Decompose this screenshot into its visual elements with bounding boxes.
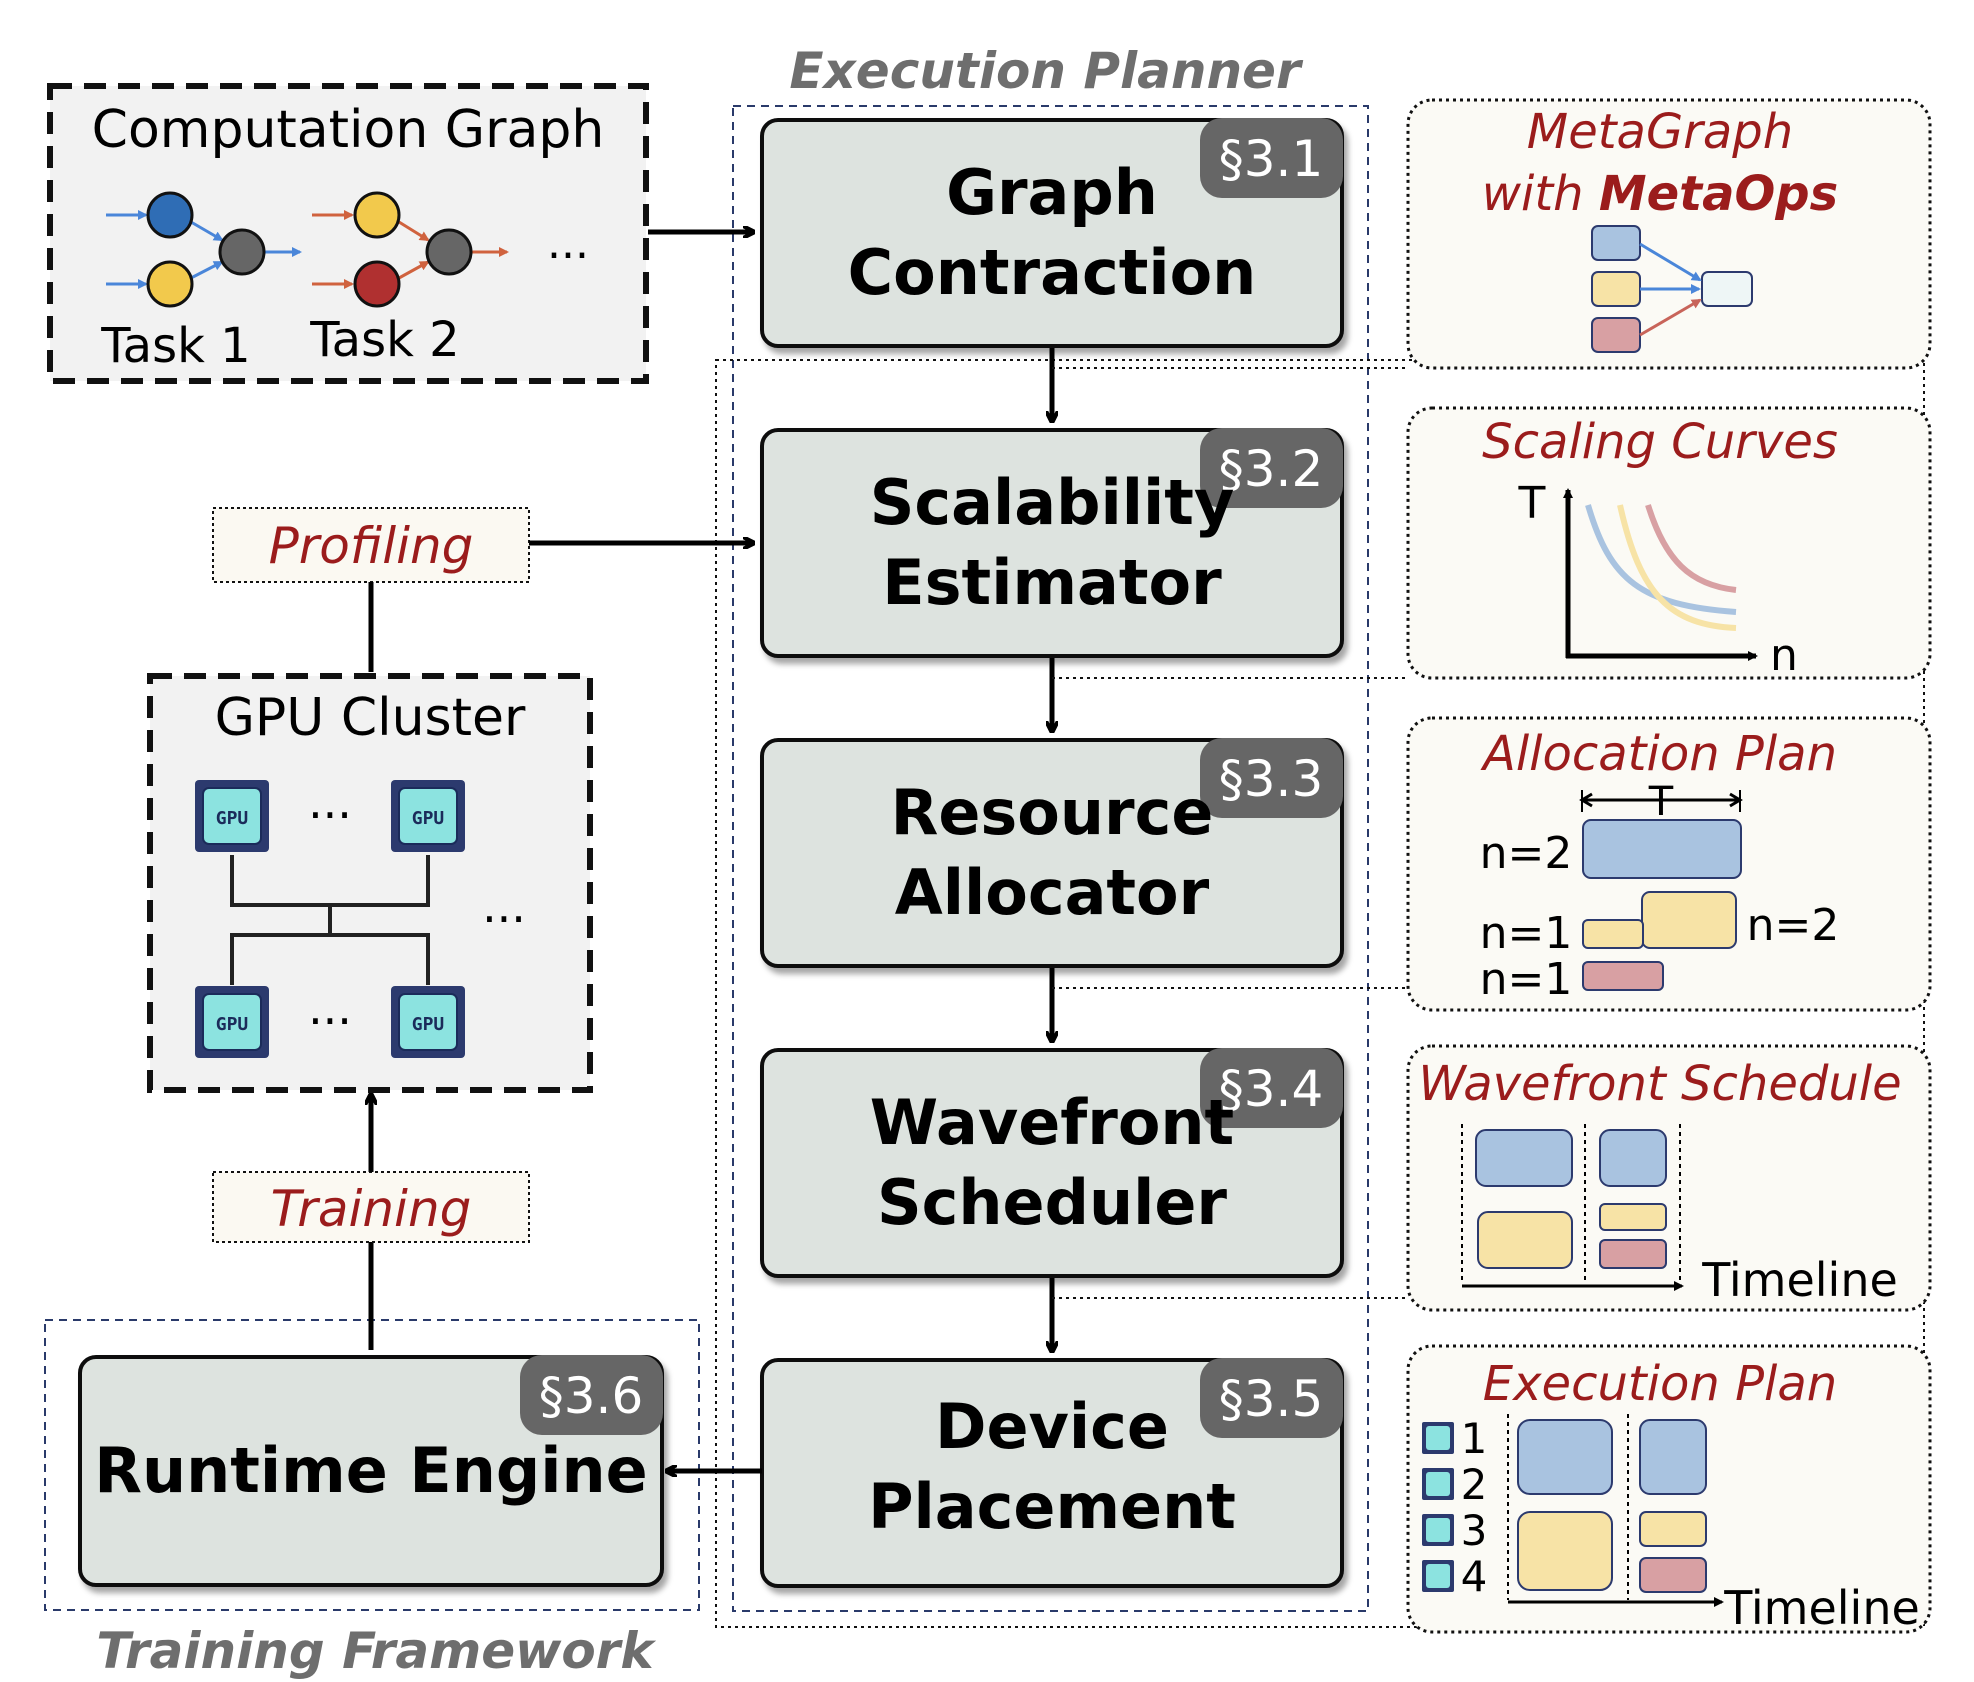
module-resource-allocator: §3.3 Resource Allocator [760, 738, 1344, 968]
panel-metagraph: MetaGraph with MetaOps [1406, 98, 1932, 370]
execution-title: Execution Plan [1483, 1356, 1837, 1412]
allocation-title: Allocation Plan [1480, 726, 1837, 782]
panel-allocation-plan: Allocation Plan T n=2 n=1 n=2 n=1 [1406, 716, 1932, 1012]
allocation-t-label: T [1648, 779, 1674, 825]
module-scalability-estimator: §3.2 Scalability Estimator [760, 428, 1344, 658]
scaling-x-axis-label: n [1770, 630, 1798, 681]
module-label: Scalability [870, 466, 1235, 539]
gpu-chip-icon: GPU [195, 780, 269, 852]
training-tag [212, 1171, 530, 1243]
section-badge: §3.2 [1219, 440, 1324, 498]
task2-node-yellow [353, 191, 401, 239]
gpu-index-3: 3 [1461, 1506, 1488, 1555]
section-badge: §3.4 [1219, 1060, 1324, 1118]
module-label: Wavefront [870, 1086, 1234, 1159]
module-label: Scheduler [877, 1166, 1227, 1239]
panel-wavefront-schedule: Wavefront Schedule Timeline [1406, 1044, 1932, 1312]
gpu-ellipsis-right: ... [482, 879, 526, 933]
svg-text:GPU: GPU [412, 1014, 445, 1035]
module-label: Estimator [882, 546, 1222, 619]
computation-graph-box: Computation Graph ... Task 1 Task 2 [47, 83, 649, 384]
gpu-chip-icon [1422, 1560, 1454, 1592]
training-label: Training [271, 1180, 472, 1238]
gpu-index-1: 1 [1461, 1414, 1488, 1463]
gpu-ellipsis-top: ... [308, 775, 352, 829]
scaling-title: Scaling Curves [1482, 414, 1838, 470]
task1-node-blue [146, 191, 194, 239]
runtime-engine-label: Runtime Engine [94, 1434, 647, 1507]
task1-node-yellow [146, 260, 194, 308]
section-badge: §3.6 [539, 1367, 644, 1425]
svg-text:GPU: GPU [216, 1014, 249, 1035]
metagraph-subtitle: with MetaOps [1482, 166, 1838, 222]
gpu-index-2: 2 [1461, 1460, 1488, 1509]
module-label: Allocator [895, 856, 1210, 929]
computation-graph-title: Computation Graph [92, 100, 605, 160]
panel-execution-plan: Execution Plan 1 2 3 4 Timeline [1406, 1344, 1932, 1635]
panel-scaling-curves: Scaling Curves T n [1406, 406, 1932, 681]
allocation-n1a: n=1 [1480, 908, 1573, 959]
module-graph-contraction: §3.1 Graph Contraction [760, 118, 1344, 348]
task2-node-gray [425, 228, 473, 276]
wavefront-timeline-label: Timeline [1701, 1253, 1898, 1307]
section-badge: §3.1 [1219, 130, 1324, 188]
gpu-chip-icon [1422, 1468, 1454, 1500]
gpu-chip-icon: GPU [391, 780, 465, 852]
module-label: Contraction [848, 236, 1257, 309]
task2-node-red [353, 260, 401, 308]
module-label: Placement [868, 1470, 1236, 1543]
module-wavefront-scheduler: §3.4 Wavefront Scheduler [760, 1048, 1344, 1278]
task1-label: Task 1 [100, 318, 250, 374]
module-label: Device [935, 1390, 1169, 1463]
allocation-n2a: n=2 [1480, 828, 1573, 879]
section-badge: §3.3 [1219, 750, 1324, 808]
allocation-n2b: n=2 [1747, 900, 1840, 951]
module-label: Graph [946, 156, 1158, 229]
profiling-label: Profiling [269, 517, 474, 575]
svg-text:GPU: GPU [412, 808, 445, 829]
gpu-chip-icon: GPU [195, 986, 269, 1058]
graph-ellipsis: ... [547, 218, 589, 269]
wavefront-title: Wavefront Schedule [1418, 1056, 1901, 1112]
module-runtime-engine: §3.6 Runtime Engine [78, 1355, 664, 1587]
task2-label: Task 2 [309, 312, 459, 368]
allocation-n1b: n=1 [1480, 954, 1573, 1005]
execution-planner-frame [732, 105, 1369, 1612]
gpu-chip-icon: GPU [391, 986, 465, 1058]
gpu-cluster-box: GPU Cluster GPU GPU GPU GPU ... ... ... [147, 673, 593, 1093]
metagraph-title: MetaGraph [1527, 104, 1793, 160]
training-framework-title: Training Framework [96, 1622, 656, 1680]
module-label: Resource [891, 776, 1214, 849]
task1-node-gray [218, 228, 266, 276]
execution-timeline-label: Timeline [1723, 1581, 1920, 1635]
section-badge: §3.5 [1219, 1370, 1324, 1428]
gpu-chip-icon [1422, 1422, 1454, 1454]
gpu-index-4: 4 [1461, 1552, 1488, 1601]
execution-planner-title: Execution Planner [789, 42, 1304, 100]
gpu-ellipsis-bottom: ... [308, 981, 352, 1035]
module-device-placement: §3.5 Device Placement [760, 1358, 1344, 1588]
gpu-chip-icon [1422, 1514, 1454, 1546]
scaling-y-axis-label: T [1518, 478, 1546, 529]
svg-text:GPU: GPU [216, 808, 249, 829]
gpu-cluster-title: GPU Cluster [215, 688, 526, 748]
